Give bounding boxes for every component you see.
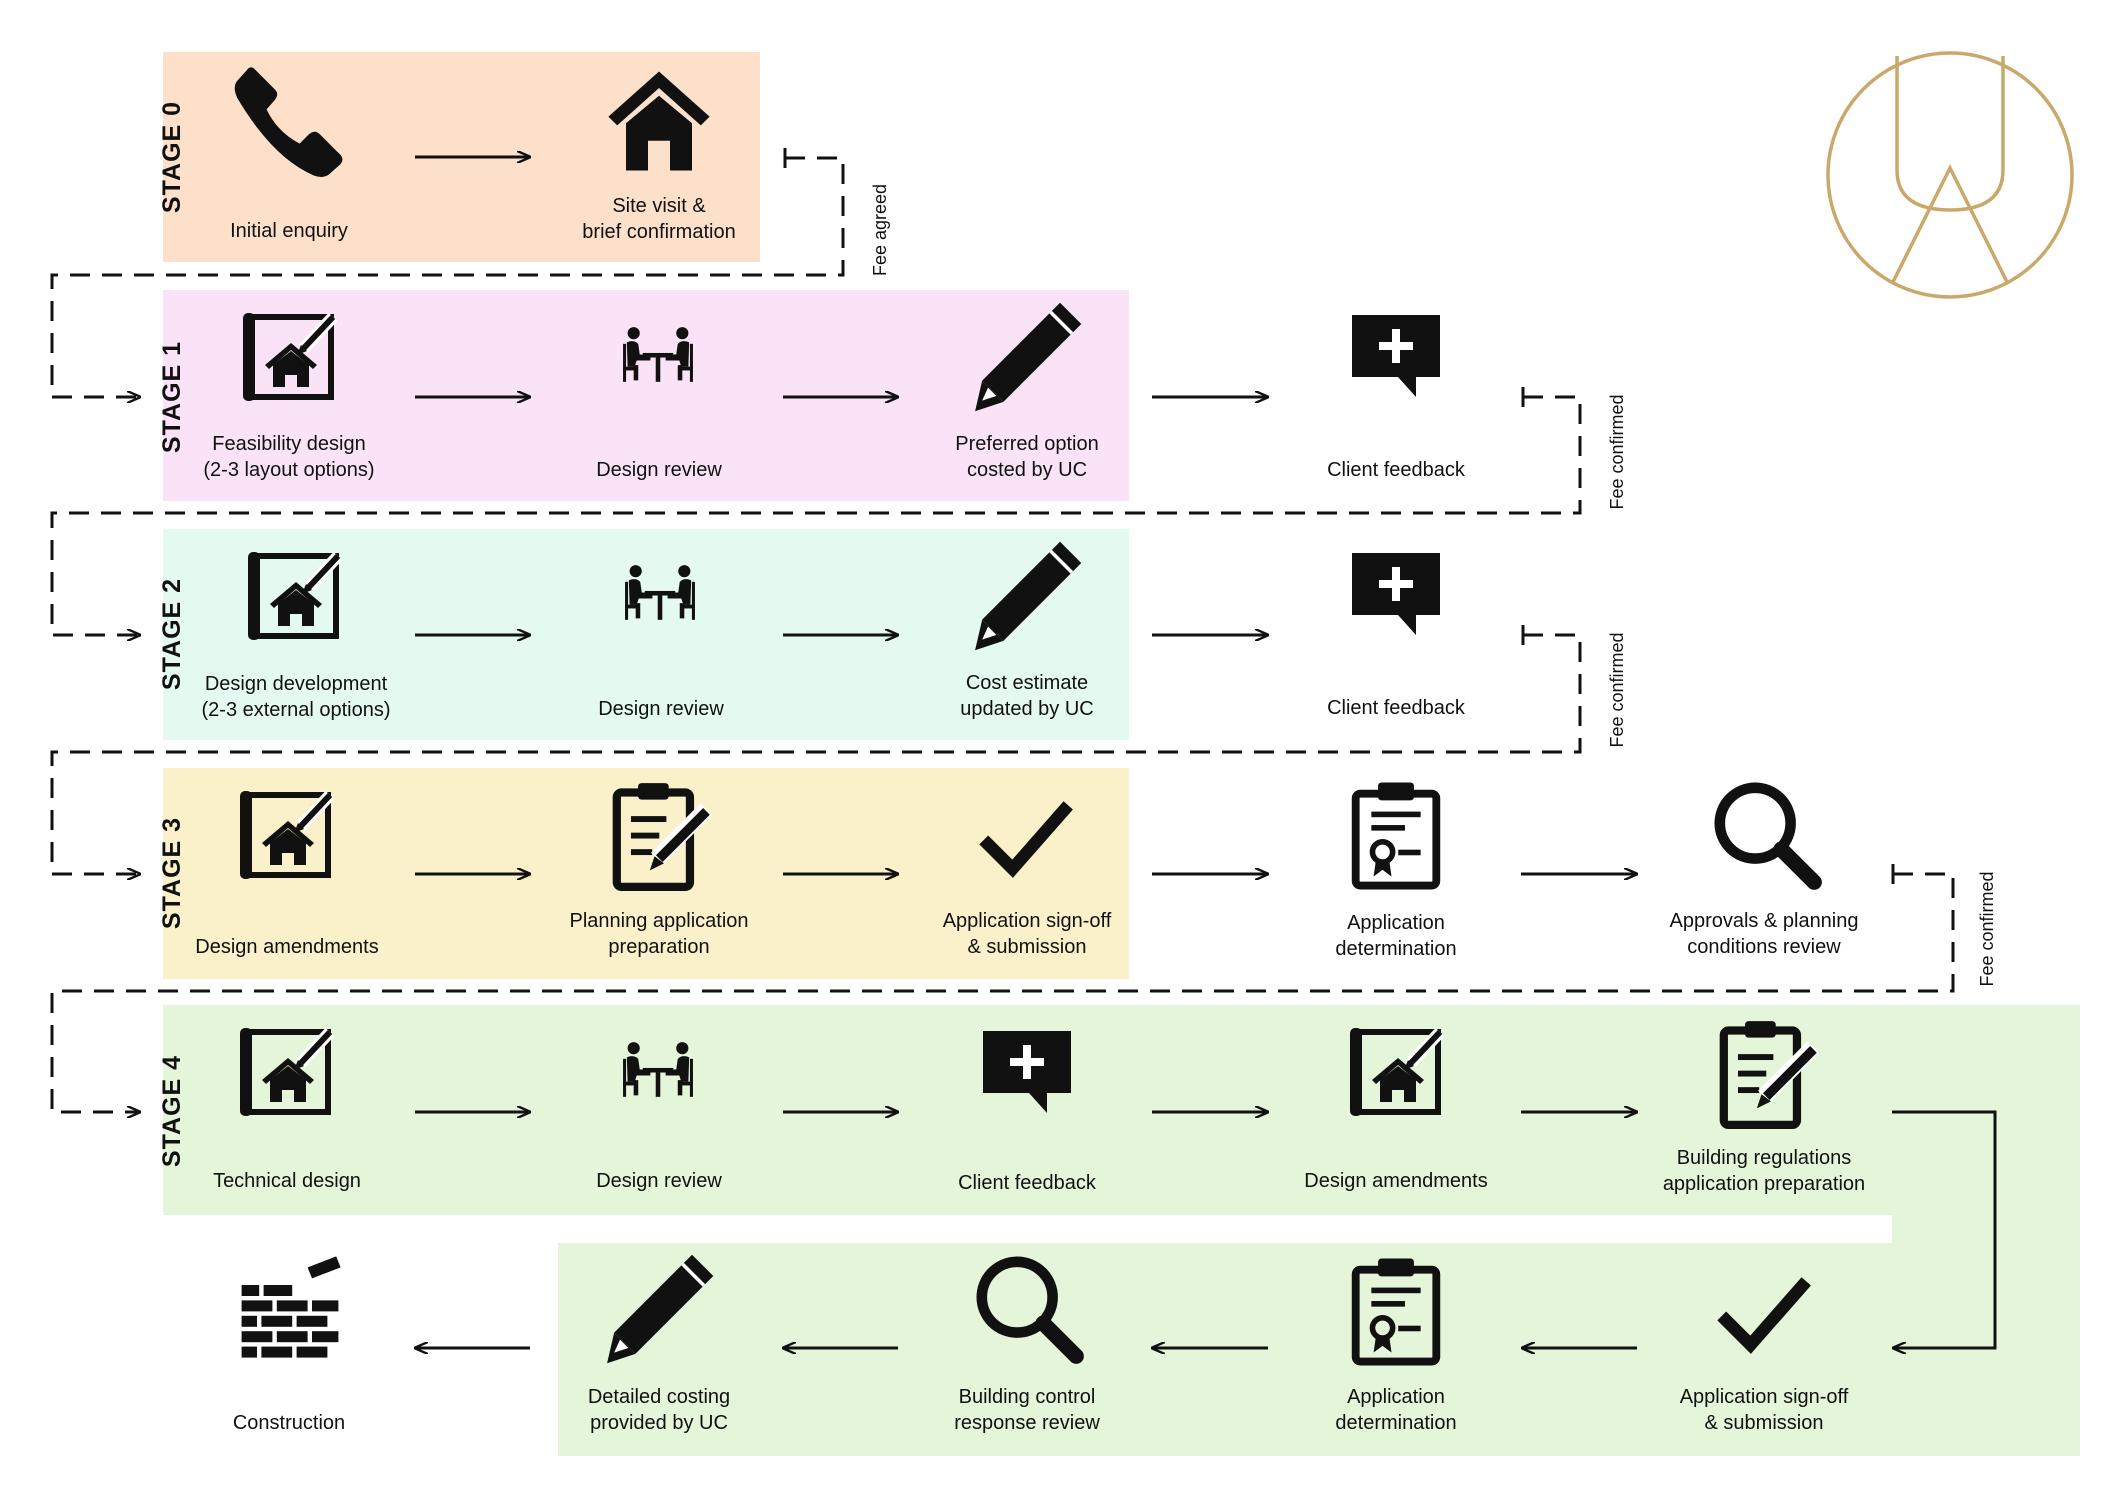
pencil-icon [968,537,1086,655]
step-site-visit: Site visit & brief confirmation [582,195,736,243]
step-planning-application: Planning application preparation [569,910,749,958]
stage-4-band [163,1005,2080,1215]
clipboard-edit-icon [1712,1014,1830,1132]
step-application-determination-1: Application determination [1335,912,1457,960]
fee-confirmed-label-3: Fee confirmed [1977,871,1997,987]
design-drawing-icon [1335,1020,1461,1120]
design-drawing-icon [233,544,359,644]
comment-plus-icon [1346,543,1446,643]
fee-confirmed-label-2: Fee confirmed [1607,632,1627,748]
step-building-regulations: Building regulations application prepara… [1662,1147,1866,1195]
step-initial-enquiry: Initial enquiry [230,220,348,242]
brick-wall-icon [235,1252,345,1362]
pencil-icon [600,1250,718,1368]
step-feasibility-design: Feasibility design (2-3 layout options) [203,433,375,481]
meeting-icon [603,1033,713,1109]
step-application-determination-2: Application determination [1335,1386,1457,1434]
step-building-control: Building control response review [954,1386,1100,1434]
comment-plus-icon [977,1021,1077,1121]
step-client-feedback-1: Client feedback [1327,459,1465,481]
magnifier-icon [1708,776,1826,894]
design-drawing-icon [225,1020,351,1120]
step-construction: Construction [232,1412,346,1434]
house-icon [600,66,718,176]
phone-icon [230,61,348,179]
clipboard-edit-icon [605,776,723,894]
step-design-development: Design development (2-3 external options… [201,673,391,721]
certificate-clipboard-icon [1340,778,1452,890]
step-client-feedback-3: Client feedback [958,1172,1096,1194]
magnifier-icon [970,1250,1088,1368]
step-application-signoff-1: Application sign-off & submission [942,910,1112,958]
stage-4-band-gap [1892,1215,2080,1243]
fee-confirmed-label-1: Fee confirmed [1607,394,1627,510]
step-design-amendments-1: Design amendments [195,936,379,958]
step-application-signoff-2: Application sign-off & submission [1679,1386,1849,1434]
step-detailed-costing: Detailed costing provided by UC [587,1386,731,1434]
design-drawing-icon [228,305,354,405]
step-technical-design: Technical design [213,1170,361,1192]
pencil-icon [968,298,1086,416]
checkmark-icon [1700,1266,1828,1362]
design-drawing-icon [225,783,351,883]
step-client-feedback-2: Client feedback [1327,697,1465,719]
meeting-icon [605,556,715,632]
step-approvals-review: Approvals & planning conditions review [1669,910,1859,958]
step-design-review-1: Design review [596,459,722,481]
step-cost-estimate: Cost estimate updated by UC [960,672,1094,720]
step-design-review-3: Design review [596,1170,722,1192]
ua-logo-icon [1826,51,2074,299]
comment-plus-icon [1346,305,1446,405]
certificate-clipboard-icon [1340,1254,1452,1366]
checkmark-icon [962,790,1090,886]
meeting-icon [603,318,713,394]
step-design-review-2: Design review [598,698,724,720]
fee-agreed-label: Fee agreed [870,183,890,277]
step-preferred-option: Preferred option costed by UC [955,433,1099,481]
step-design-amendments-2: Design amendments [1304,1170,1488,1192]
